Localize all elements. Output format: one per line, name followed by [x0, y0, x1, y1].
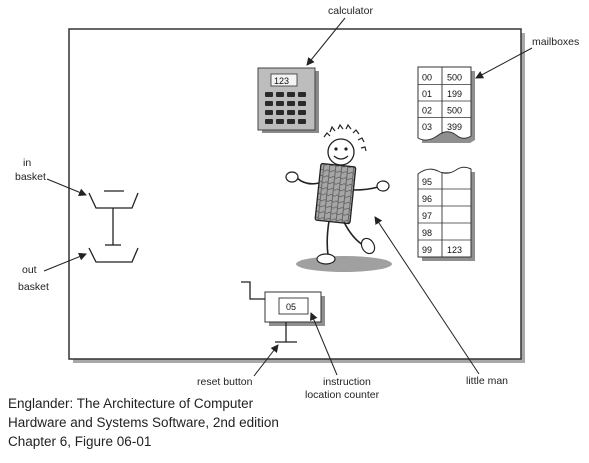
man-shadow [296, 256, 392, 272]
calculator-key [298, 110, 306, 115]
mailbox-address: 02 [422, 106, 432, 116]
mailbox-row: 02 500 [418, 106, 471, 118]
label-out: out [22, 264, 37, 276]
mailbox-value: 399 [447, 122, 462, 132]
calculator-key [287, 92, 295, 97]
caption-line-2: Hardware and Systems Software, 2nd editi… [8, 415, 279, 430]
counter-display-value: 05 [286, 302, 296, 312]
caption-line-3: Chapter 6, Figure 06-01 [8, 434, 152, 449]
calculator-display [270, 73, 298, 87]
calculator-key [287, 101, 295, 106]
mailbox-address: 96 [422, 194, 432, 204]
reset-button [241, 281, 297, 343]
label-in-basket: basket [15, 171, 46, 183]
calculator-display-value: 123 [274, 76, 289, 86]
label-reset-button: reset button [197, 376, 253, 388]
mailbox-row: 95 [418, 177, 471, 190]
little-man [285, 123, 392, 272]
basket-stand [105, 208, 121, 246]
calculator-key [276, 110, 284, 115]
label-instruction: instruction [323, 376, 371, 388]
calculator: 123 [257, 67, 319, 133]
instruction-location-counter: 05 [264, 291, 325, 326]
mailbox-row: 03 399 [422, 122, 462, 132]
mailbox-value: 199 [447, 89, 462, 99]
mailbox-address: 98 [422, 228, 432, 238]
calculator-key [298, 119, 306, 124]
arrow-calculator [306, 17, 346, 66]
mailbox-row: 99 123 [422, 245, 462, 255]
mailbox-row: 98 [418, 228, 471, 241]
label-mailboxes: mailboxes [532, 36, 579, 48]
label-location-counter: location counter [305, 389, 380, 401]
mailbox-address: 01 [422, 89, 432, 99]
arrow-instruction-counter [310, 312, 338, 376]
arrow-mailboxes [475, 47, 533, 79]
mailbox-value: 123 [447, 245, 462, 255]
calculator-key [298, 92, 306, 97]
mailbox-address: 97 [422, 211, 432, 221]
calculator-key [276, 101, 284, 106]
calculator-key [287, 110, 295, 115]
label-calculator: calculator [328, 5, 373, 17]
mailbox-row: 01 199 [418, 89, 471, 102]
arrow-in-basket [46, 178, 87, 197]
arrow-little-man [374, 216, 480, 375]
mailbox-address: 99 [422, 245, 432, 255]
mailboxes: 00 500 01 199 02 500 03 399 95 96 97 98 99 123 [417, 66, 475, 261]
arrow-out-basket [43, 252, 87, 272]
mailbox-row: 00 500 [418, 73, 471, 85]
caption-line-1: Englander: The Architecture of Computer [8, 396, 254, 411]
label-in: in [23, 157, 31, 169]
calculator-key [276, 119, 284, 124]
calculator-key [287, 119, 295, 124]
calculator-key [298, 101, 306, 106]
calculator-key [265, 110, 273, 115]
mailbox-row: 97 [418, 211, 471, 224]
arrow-reset-button [253, 344, 279, 377]
figure-caption: Englander: The Architecture of Computer … [8, 394, 279, 451]
calculator-key [265, 119, 273, 124]
mailbox-address: 00 [422, 73, 432, 83]
mailbox-address: 95 [422, 177, 432, 187]
mailbox-value: 500 [447, 73, 462, 83]
label-out-basket: basket [18, 281, 49, 293]
calculator-key [276, 92, 284, 97]
calculator-key [265, 92, 273, 97]
mailbox-row: 96 [418, 194, 471, 207]
mailbox-address: 03 [422, 122, 432, 132]
label-little-man: little man [466, 375, 508, 387]
out-basket [88, 247, 139, 263]
mailbox-value: 500 [447, 106, 462, 116]
counter-display [278, 297, 309, 315]
in-basket [88, 190, 139, 209]
calculator-key [265, 101, 273, 106]
calculator-keypad [265, 92, 306, 124]
